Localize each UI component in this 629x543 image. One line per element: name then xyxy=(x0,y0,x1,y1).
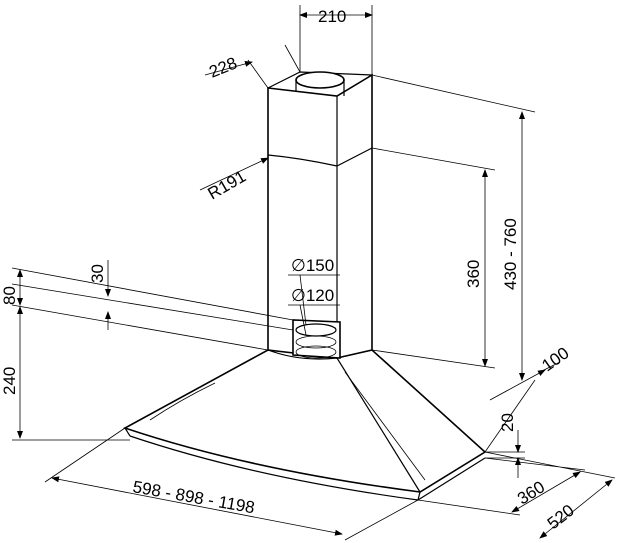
label-hood-height: 240 xyxy=(0,367,19,395)
dimension-lines xyxy=(11,5,616,541)
chimney xyxy=(267,71,373,359)
label-rim-20: 20 xyxy=(498,413,517,432)
label-duct-inner: ∅120 xyxy=(291,286,334,305)
label-chimney-depth: 228 xyxy=(206,53,239,81)
label-depth-520: 520 xyxy=(544,501,578,533)
label-radius: R191 xyxy=(205,167,250,204)
label-chimney-lower-height: 360 xyxy=(464,260,483,288)
label-duct-outer: ∅150 xyxy=(291,256,334,275)
label-total-height: 430 - 760 xyxy=(501,218,520,290)
hood-canopy xyxy=(123,349,487,501)
label-offset-80: 80 xyxy=(0,286,19,305)
label-widths: 598 - 898 - 1198 xyxy=(131,477,256,517)
label-offset-30: 30 xyxy=(88,264,107,283)
label-depth-360: 360 xyxy=(514,477,548,508)
duct-outlet-top xyxy=(295,71,345,89)
label-chimney-width: 210 xyxy=(318,7,346,26)
